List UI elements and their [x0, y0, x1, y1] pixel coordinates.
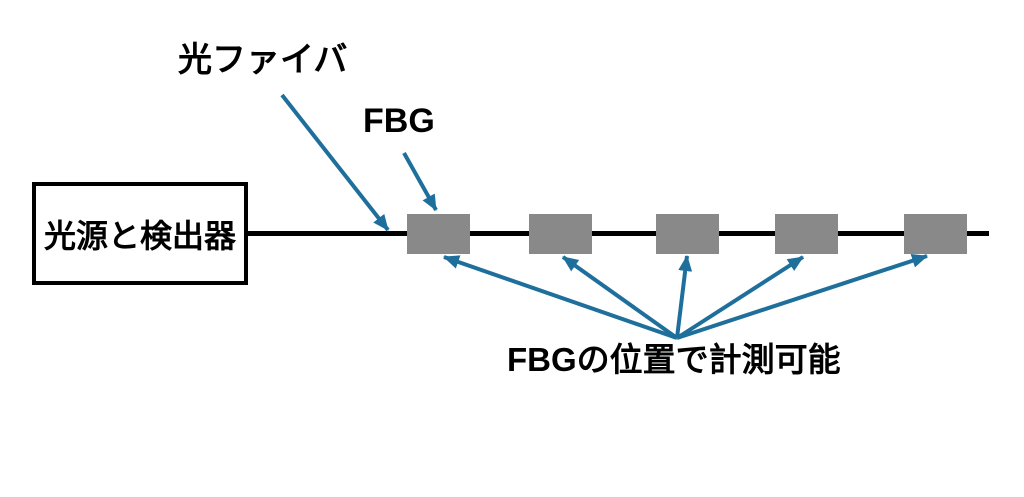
measure-arrow-2	[561, 255, 679, 340]
measure-arrow-1	[443, 255, 678, 340]
fbg-grating-3	[656, 214, 719, 254]
fbg-grating-1	[407, 214, 470, 254]
fbg-grating-5	[904, 214, 967, 254]
measure-arrow-5	[676, 254, 928, 340]
fiber-pointer-arrow	[280, 93, 390, 232]
measure-caption: FBGの位置で計測可能	[507, 341, 841, 378]
fbg-label: FBG	[363, 102, 435, 140]
fbg-grating-4	[775, 214, 838, 254]
fbg-pointer-arrow	[402, 152, 438, 211]
fbg-grating-2	[529, 214, 592, 254]
source-detector-label: 光源と検出器	[43, 217, 236, 254]
fiber-label: 光ファイバ	[178, 41, 348, 79]
measure-arrow-3	[675, 255, 693, 339]
measure-arrow-4	[675, 255, 805, 340]
source-detector-box: 光源と検出器	[32, 182, 248, 285]
